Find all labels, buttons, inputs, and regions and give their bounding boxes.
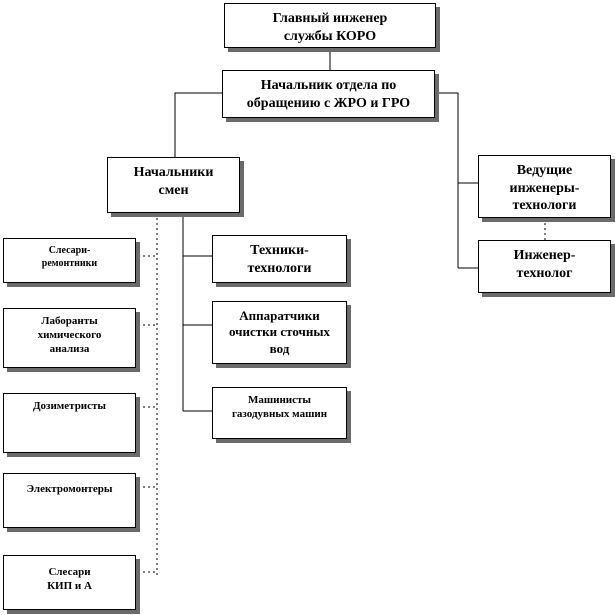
- chem-lab-box: Лаборанты химического анализа: [3, 308, 136, 368]
- chief-engineer-box: Главный инженер службы КОРО: [224, 3, 436, 48]
- technicians-label: Техники- технологи: [247, 243, 312, 276]
- technicians-box: Техники- технологи: [212, 235, 347, 283]
- instrument-fitters-label: Слесари КИП и А: [47, 566, 92, 592]
- instrument-fitters-box: Слесари КИП и А: [3, 555, 136, 610]
- process-engineer-box: Инженер- технолог: [478, 240, 611, 293]
- chief-engineer-label: Главный инженер службы КОРО: [272, 11, 388, 44]
- repair-fitters-label: Слесари- ремонтники: [41, 245, 98, 269]
- wastewater-operators-box: Аппаратчики очистки сточных вод: [212, 301, 347, 364]
- dept-head-label: Начальник отдела по обращению с ЖРО и ГР…: [246, 78, 411, 111]
- wastewater-operators-label: Аппаратчики очистки сточных вод: [229, 308, 330, 356]
- gas-blower-operators-label: Машинисты газодувных машин: [231, 394, 328, 420]
- electricians-label: Электромонтеры: [26, 483, 113, 495]
- lead-engineers-box: Ведущие инженеры- технологи: [478, 155, 611, 218]
- process-engineer-label: Инженер- технолог: [513, 248, 576, 281]
- dosimetrists-box: Дозиметристы: [3, 393, 136, 453]
- link-dept-shift: [174, 92, 222, 157]
- link-dept-engineers: [435, 92, 459, 268]
- repair-fitters-box: Слесари- ремонтники: [3, 238, 136, 283]
- shift-heads-box: Начальники смен: [107, 157, 240, 213]
- dept-head-box: Начальник отдела по обращению с ЖРО и ГР…: [222, 70, 435, 118]
- lead-engineers-label: Ведущие инженеры- технологи: [509, 163, 580, 213]
- electricians-box: Электромонтеры: [3, 473, 136, 528]
- dosimetrists-label: Дозиметристы: [32, 400, 107, 412]
- shift-heads-label: Начальники смен: [133, 165, 214, 198]
- chem-lab-label: Лаборанты химического анализа: [37, 315, 102, 355]
- gas-blower-operators-box: Машинисты газодувных машин: [212, 387, 347, 439]
